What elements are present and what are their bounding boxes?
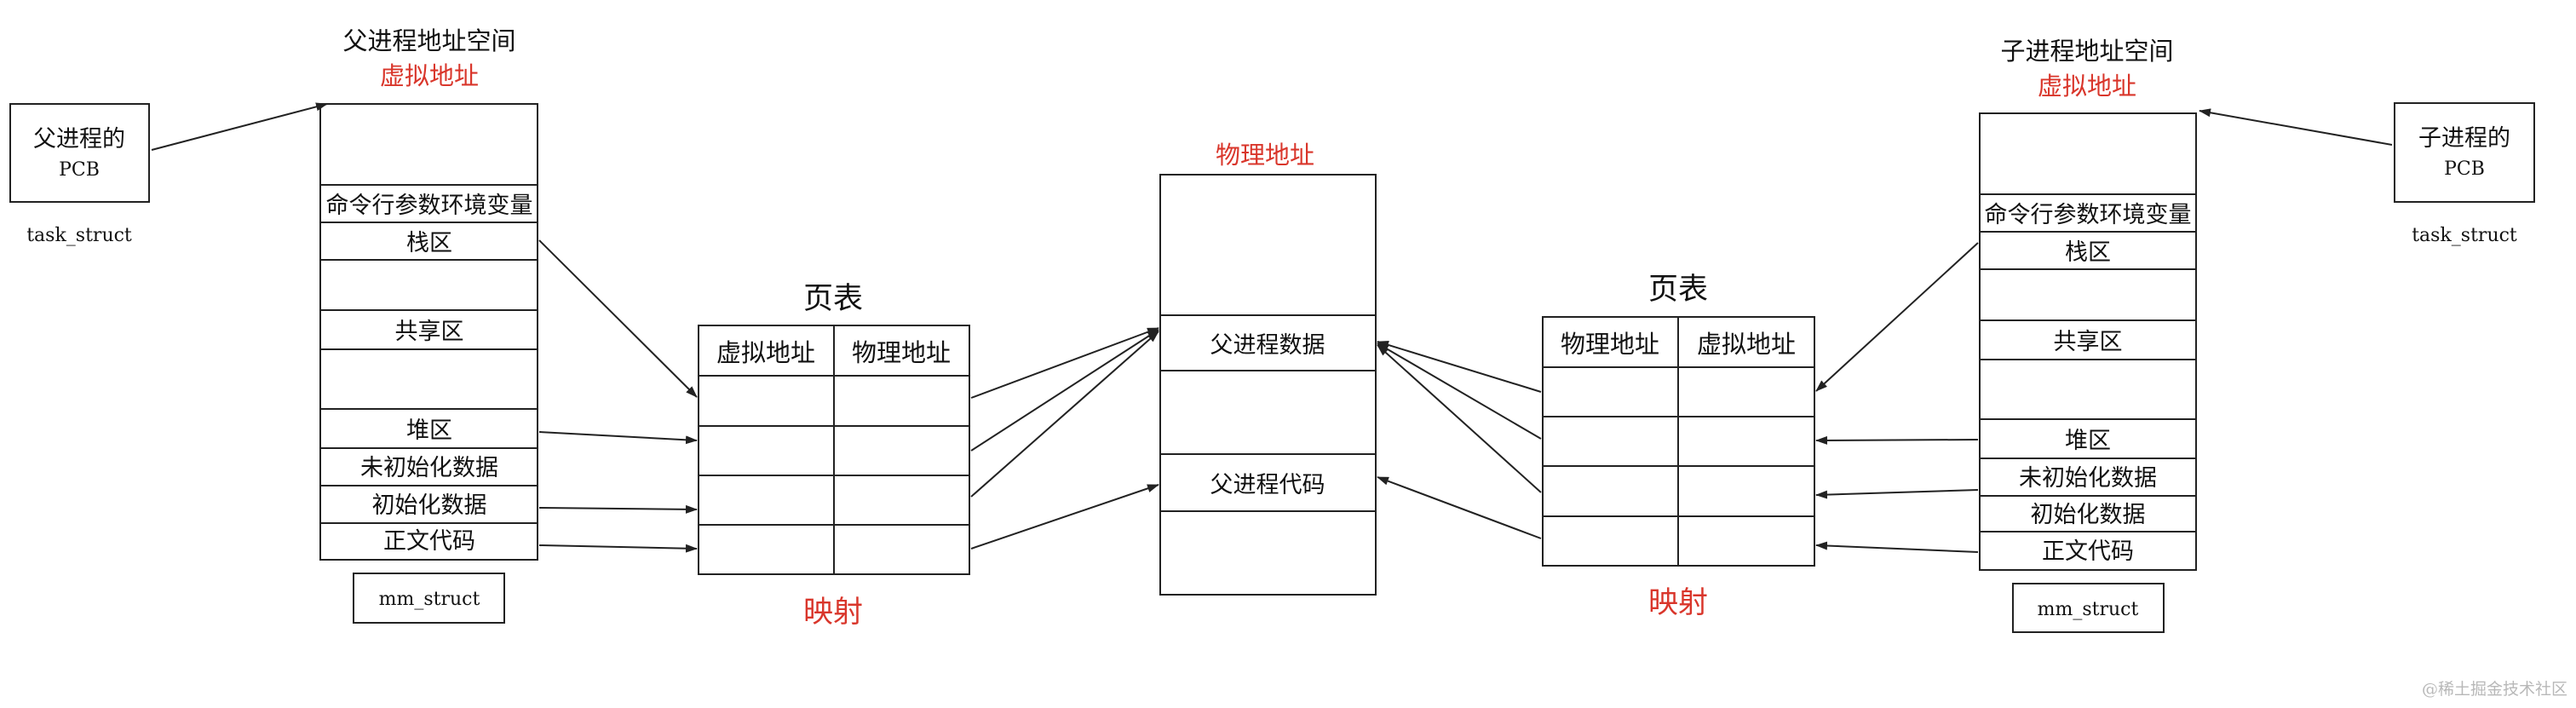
parent-mm-struct: mm_struct bbox=[353, 573, 505, 624]
physical-parent-code: 父进程代码 bbox=[1210, 472, 1325, 498]
parent-segment-args-env: 命令行参数环境变量 bbox=[326, 193, 533, 219]
arrow-ctable-row2 bbox=[1377, 342, 1542, 440]
arrow-child-data bbox=[1815, 489, 1979, 499]
parent-address-space: 命令行参数环境变量 栈区 共享区 堆区 未初始化数据 初始化数据 正文代码 bbox=[319, 103, 538, 561]
child-mm-struct: mm_struct bbox=[2012, 583, 2165, 633]
child-mm-struct-label: mm_struct bbox=[2038, 599, 2139, 620]
parent-task-struct-label: task_struct bbox=[26, 225, 132, 246]
child-page-table-title: 页表 bbox=[1648, 273, 1708, 307]
arrow-child-text bbox=[1815, 541, 1979, 553]
parent-address-space-title: 父进程地址空间 bbox=[342, 26, 515, 55]
child-pcb-line1: 子进程的 bbox=[2418, 125, 2510, 152]
child-page-table: 物理地址 虚拟地址 bbox=[1542, 316, 1815, 567]
child-pcb-box bbox=[2394, 102, 2535, 203]
physical-memory-box bbox=[1159, 174, 1377, 596]
child-pcb-line2: PCB bbox=[2444, 158, 2485, 180]
parent-address-space-box bbox=[319, 103, 538, 561]
child-segment-stack: 栈区 bbox=[2065, 239, 2111, 266]
arrow-child-pcb-to-space bbox=[2199, 108, 2393, 146]
child-page-table-header-physical: 物理地址 bbox=[1561, 330, 1659, 359]
parent-page-table-header-physical: 物理地址 bbox=[852, 338, 951, 367]
arrow-parent-heap bbox=[538, 431, 698, 445]
parent-segment-text: 正文代码 bbox=[383, 528, 475, 555]
child-segment-args-env: 命令行参数环境变量 bbox=[1985, 202, 2192, 228]
parent-segment-stack: 栈区 bbox=[406, 230, 452, 256]
child-segment-data: 初始化数据 bbox=[2031, 502, 2146, 528]
parent-page-table-title: 页表 bbox=[803, 282, 863, 316]
child-task-struct-label: task_struct bbox=[2412, 225, 2517, 246]
parent-segment-data: 初始化数据 bbox=[372, 492, 487, 519]
parent-pcb-box bbox=[9, 103, 150, 203]
parent-mm-struct-box bbox=[353, 573, 505, 624]
arrow-parent-data bbox=[538, 504, 698, 514]
child-segment-bss: 未初始化数据 bbox=[2019, 465, 2157, 492]
parent-pcb-line2: PCB bbox=[59, 159, 100, 181]
child-mm-struct-box bbox=[2012, 583, 2165, 633]
parent-segment-heap: 堆区 bbox=[406, 417, 452, 444]
arrow-parent-text bbox=[538, 544, 698, 553]
arrow-parent-pcb-to-space bbox=[151, 102, 328, 151]
child-address-space-title: 子进程地址空间 bbox=[2000, 37, 2173, 66]
child-address-space: 命令行参数环境变量 栈区 共享区 堆区 未初始化数据 初始化数据 正文代码 bbox=[1979, 112, 2197, 571]
parent-virtual-address-label: 虚拟地址 bbox=[380, 61, 479, 90]
arrow-parent-stack bbox=[538, 239, 698, 398]
child-address-space-box bbox=[1979, 112, 2197, 571]
parent-page-table: 虚拟地址 物理地址 bbox=[698, 325, 970, 575]
arrow-child-stack bbox=[1815, 242, 1979, 392]
parent-pcb-line1: 父进程的 bbox=[33, 126, 125, 153]
parent-segment-shared: 共享区 bbox=[395, 319, 464, 345]
child-virtual-address-label: 虚拟地址 bbox=[2038, 72, 2136, 101]
child-segment-text: 正文代码 bbox=[2042, 538, 2134, 565]
parent-segment-bss: 未初始化数据 bbox=[360, 455, 498, 481]
child-mapping-caption: 映射 bbox=[1648, 586, 1708, 620]
parent-pcb: 父进程的 PCB bbox=[9, 103, 150, 203]
arrow-ctable-row4 bbox=[1377, 476, 1542, 539]
watermark: @稀土掘金技术社区 bbox=[2422, 680, 2567, 699]
arrows bbox=[151, 102, 2393, 553]
arrow-ctable-row1 bbox=[1377, 341, 1542, 393]
child-segment-shared: 共享区 bbox=[2054, 329, 2123, 355]
physical-memory: 父进程数据 父进程代码 bbox=[1159, 174, 1377, 596]
arrow-ctable-row3 bbox=[1377, 344, 1542, 493]
child-page-table-header-virtual: 虚拟地址 bbox=[1697, 330, 1796, 359]
child-segment-heap: 堆区 bbox=[2065, 428, 2111, 454]
child-pcb: 子进程的 PCB bbox=[2394, 102, 2535, 203]
parent-mapping-caption: 映射 bbox=[803, 596, 863, 630]
parent-page-table-header-virtual: 虚拟地址 bbox=[716, 338, 815, 367]
arrow-ptable-row3 bbox=[970, 331, 1159, 498]
arrow-ptable-row2 bbox=[970, 329, 1159, 452]
parent-mm-struct-label: mm_struct bbox=[379, 589, 480, 610]
physical-address-title: 物理地址 bbox=[1216, 141, 1314, 170]
physical-parent-data: 父进程数据 bbox=[1210, 332, 1325, 359]
arrow-ptable-row1 bbox=[970, 327, 1159, 399]
arrow-ptable-row4 bbox=[970, 484, 1159, 550]
